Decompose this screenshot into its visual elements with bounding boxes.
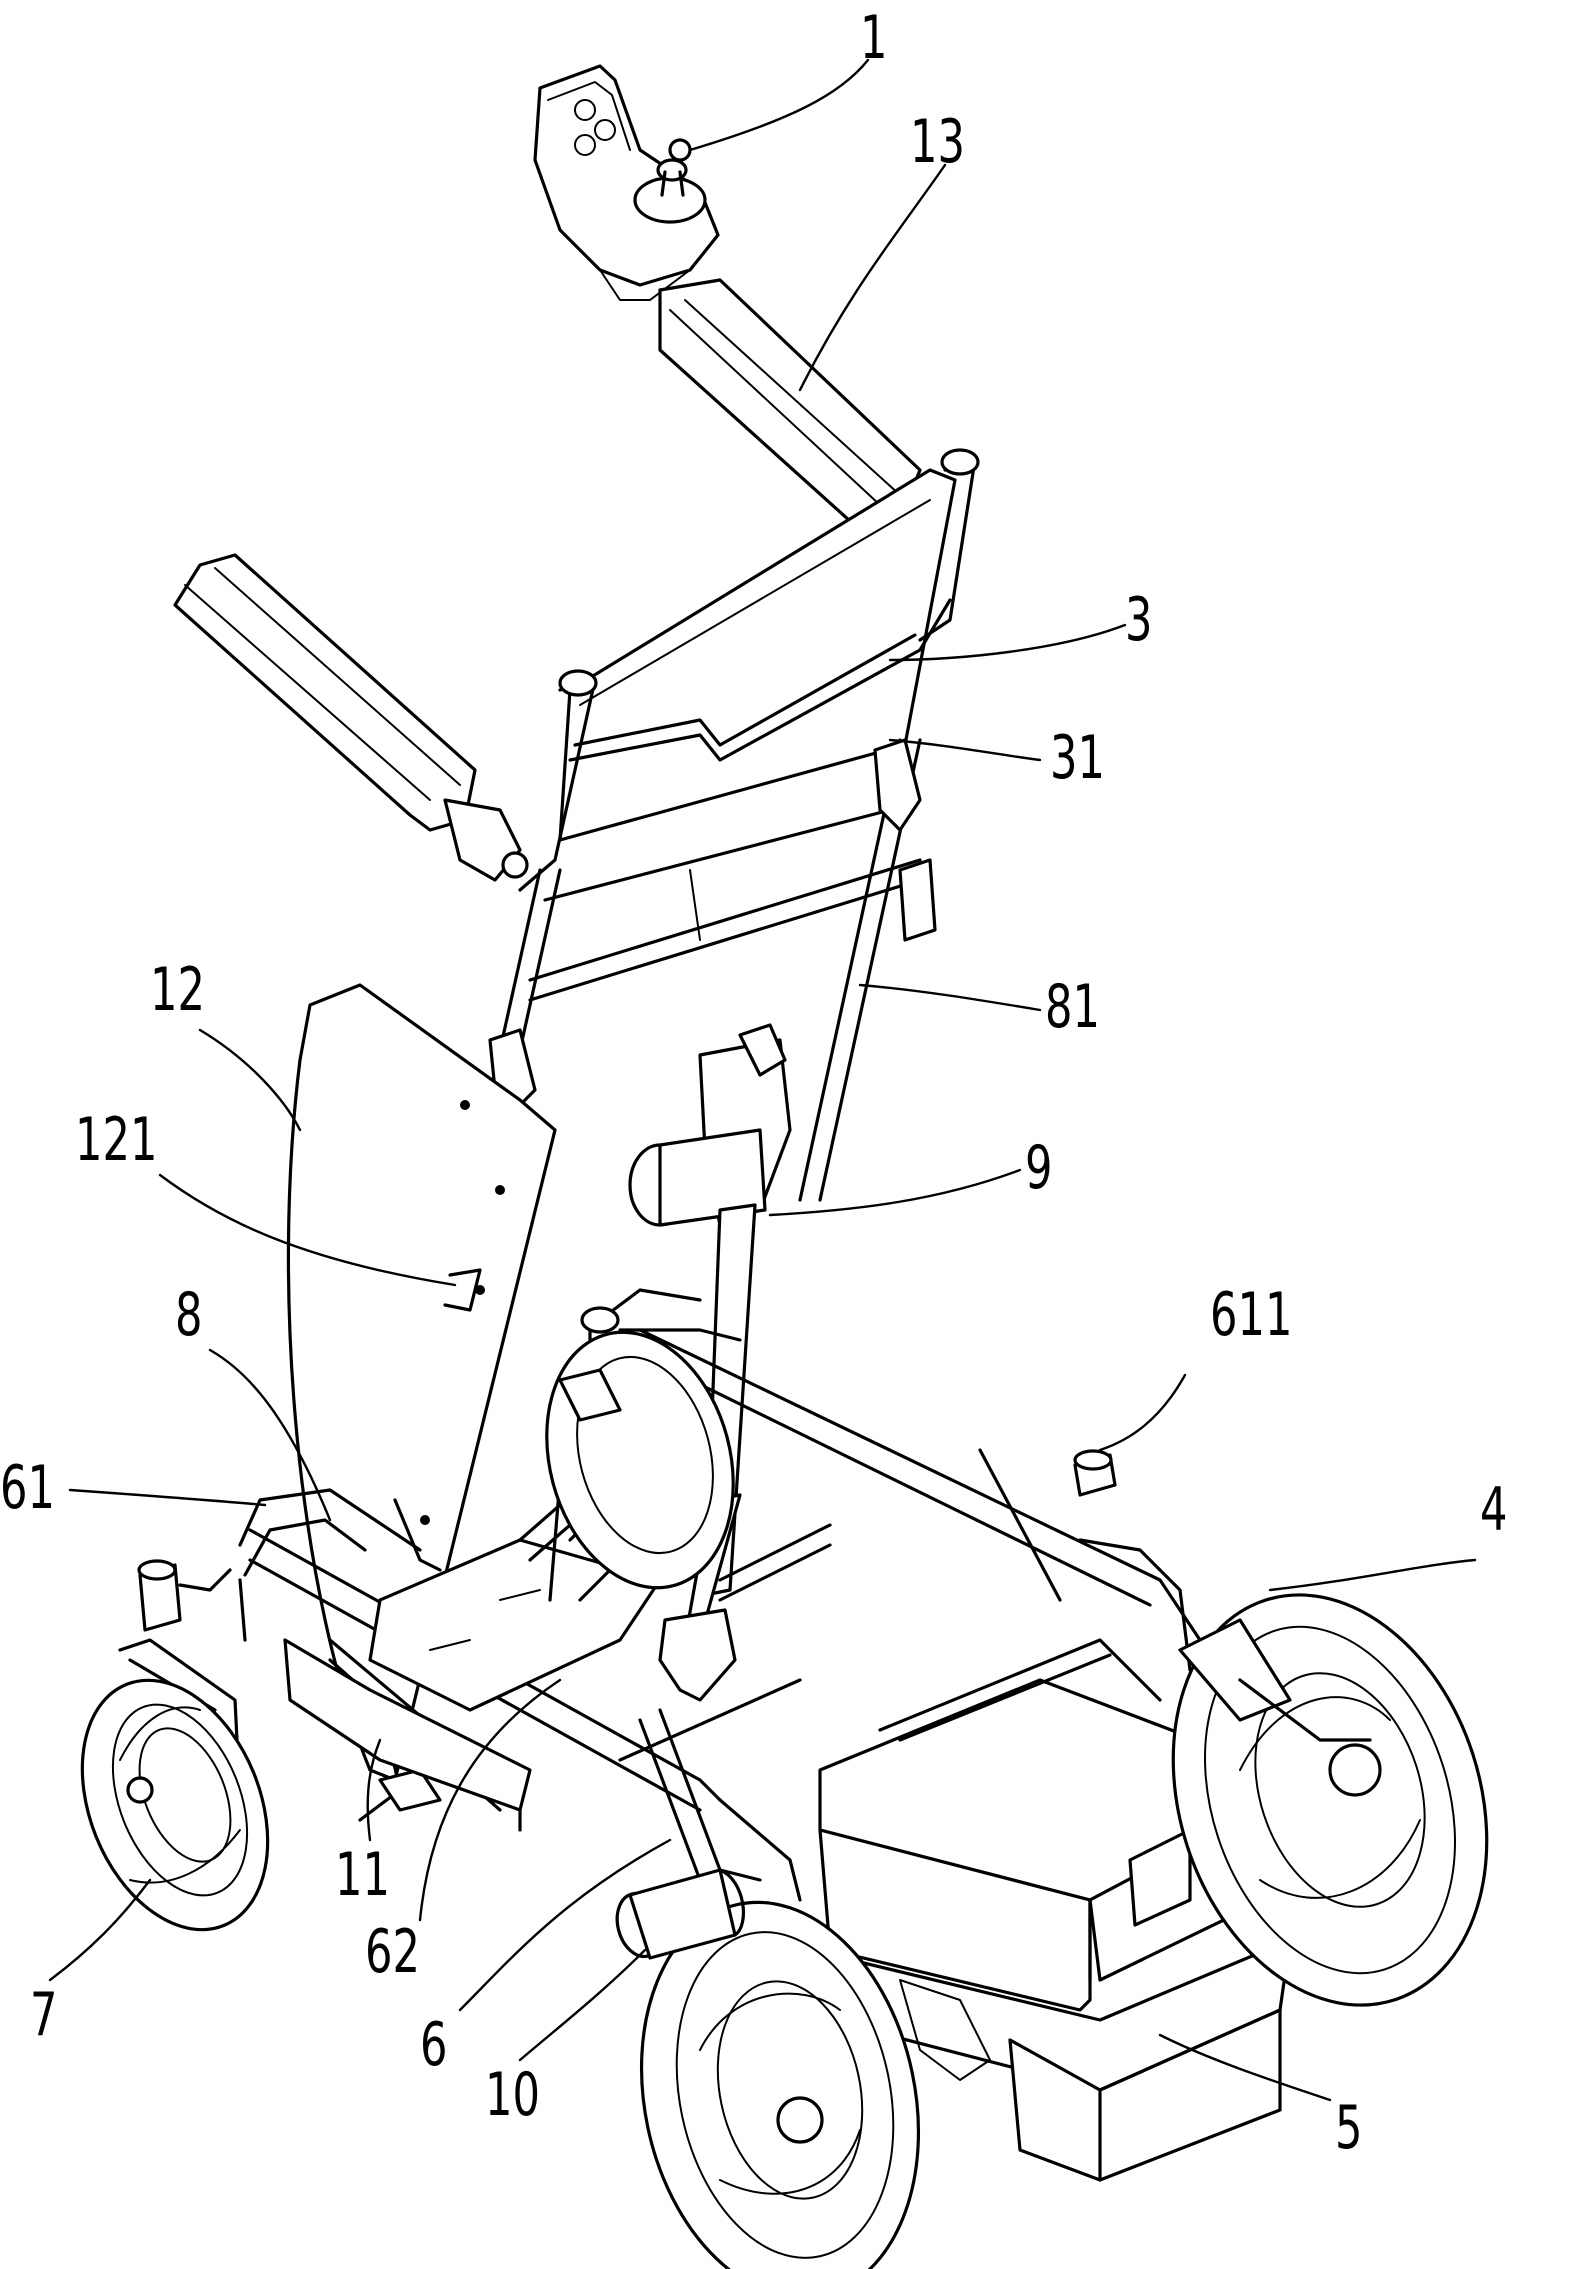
callout-62: 62 [365,1922,420,1982]
callout-61: 61 [0,1458,55,1518]
callout-13: 13 [910,112,965,172]
callout-8: 8 [175,1285,202,1345]
joystick-controller [535,66,718,300]
callout-3: 3 [1125,590,1152,650]
callout-121: 121 [75,1110,157,1170]
callout-9: 9 [1025,1138,1052,1198]
callout-7: 7 [30,1985,57,2045]
left-armrest-pad [175,555,527,880]
knob-611 [1075,1451,1115,1495]
right-armrest-pad [660,280,920,530]
callout-611: 611 [1210,1285,1292,1345]
callout-11: 11 [335,1845,390,1905]
callout-31: 31 [1050,728,1105,788]
callout-6: 6 [420,2015,447,2075]
callout-5: 5 [1335,2098,1362,2158]
callout-10: 10 [485,2065,540,2125]
callout-81: 81 [1045,977,1100,1037]
front-caster-wheel [47,1561,302,1957]
callout-1: 1 [860,8,887,68]
callout-4: 4 [1480,1480,1507,1540]
callout-12: 12 [150,960,205,1020]
